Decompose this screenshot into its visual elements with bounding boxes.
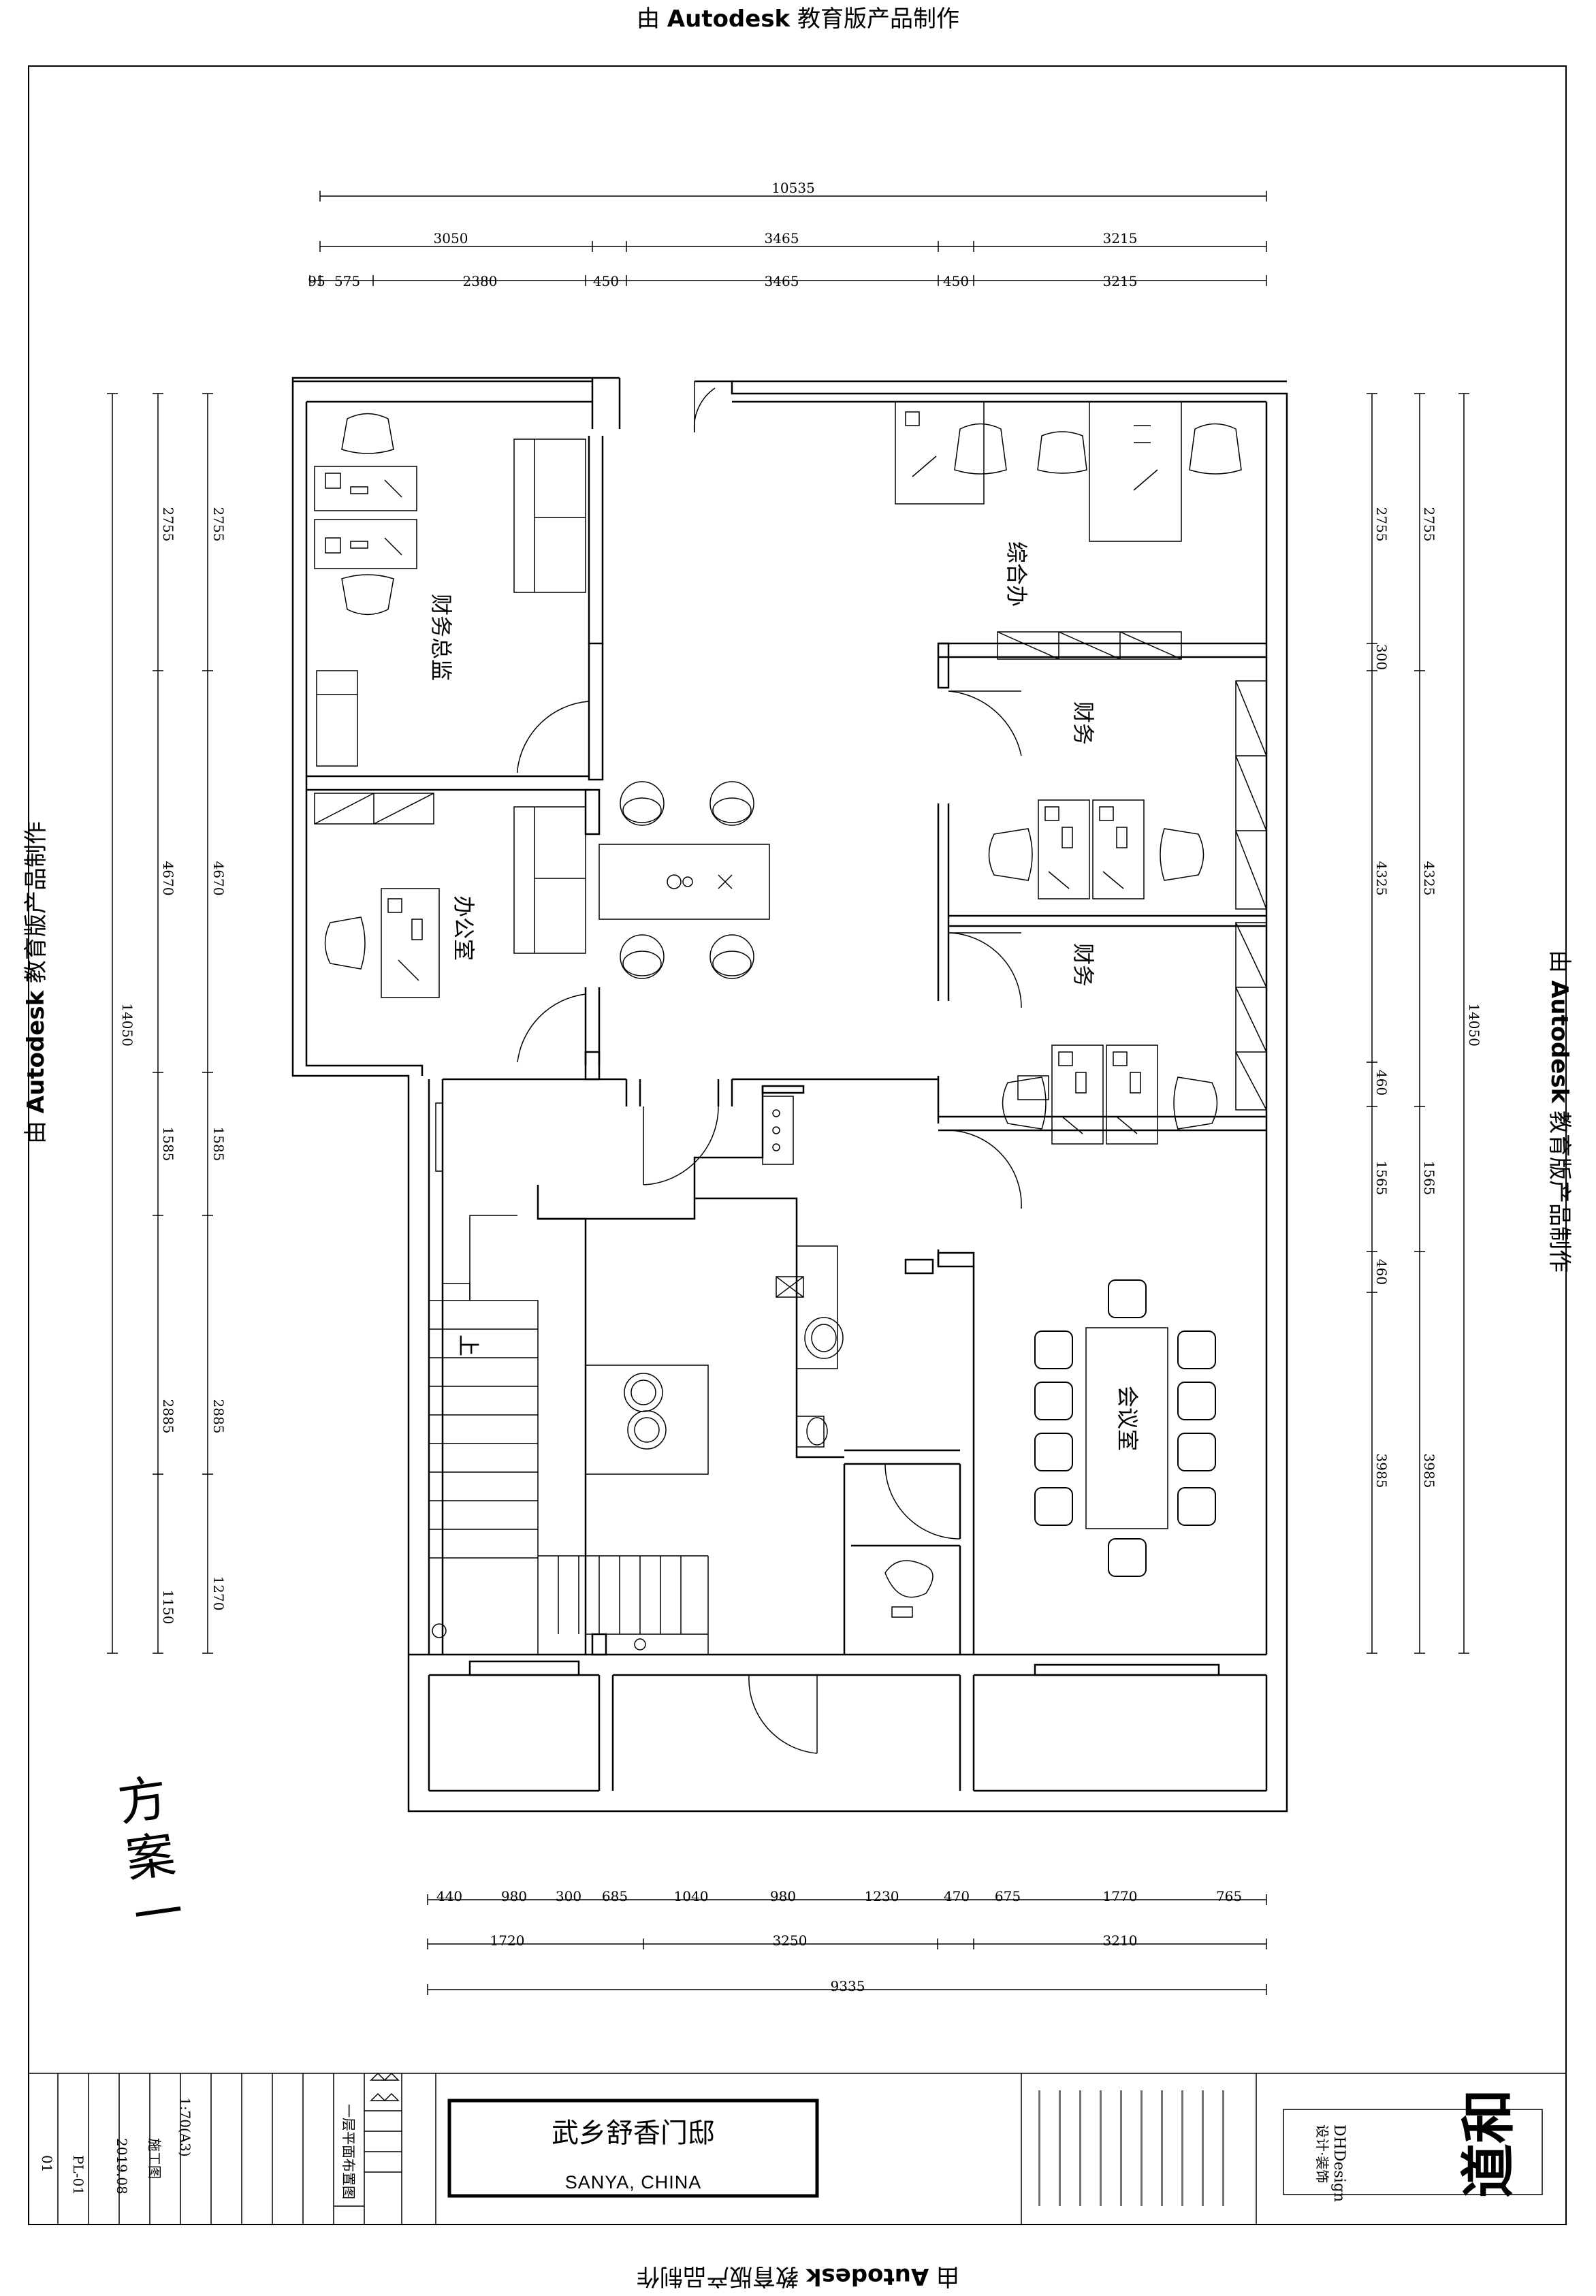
dim-bottom-3: 300 — [556, 1888, 581, 1904]
dim-right-outer-3: 1565 — [1421, 1161, 1437, 1196]
walls — [291, 377, 1288, 1813]
left-dimensions — [107, 393, 213, 1654]
dim-bottom-7: 1230 — [865, 1888, 899, 1904]
dim-bottom-row2-3: 3210 — [1103, 1932, 1138, 1949]
dim-left-inner-2: 4670 — [210, 861, 227, 896]
dim-bottom-6: 980 — [770, 1888, 796, 1904]
company-logo: 道和 — [1456, 2089, 1520, 2198]
top-dimension-labels: 10535 3050 3465 3215 95 575 2380 450 346… — [308, 180, 1137, 289]
dim-top-d4: 450 — [593, 273, 619, 289]
doors — [517, 381, 1022, 1754]
dim-bottom-total: 9335 — [831, 1978, 865, 1994]
dim-top-b: 3465 — [765, 230, 799, 246]
dim-bottom-2: 980 — [501, 1888, 527, 1904]
dim-top-d6: 450 — [943, 273, 969, 289]
dim-bottom-5: 1040 — [674, 1888, 709, 1904]
dim-bottom-row2-2: 3250 — [773, 1932, 808, 1949]
tb-scale: 1:70(A3) — [177, 2097, 193, 2157]
dim-right-outer-2: 4325 — [1421, 861, 1437, 896]
dim-bottom-row2-1: 1720 — [490, 1932, 525, 1949]
room-finance-director: 财务总监 — [428, 594, 454, 681]
project-name: 武乡舒香门邸 — [552, 2118, 715, 2149]
room-labels: 财务总监 综合办 财务 财务 办公室 会议室 上 — [428, 541, 1140, 1451]
dim-right-inner-1: 2755 — [1373, 507, 1390, 542]
tb-drawing-no: PL-01 — [70, 2155, 86, 2195]
dim-right-inner-7: 3985 — [1373, 1454, 1390, 1488]
dim-right-inner-6: 460 — [1373, 1259, 1390, 1285]
tb-company-sub: 设计·装饰 — [1314, 2124, 1330, 2183]
right-dimensions — [1367, 393, 1469, 1654]
stair-up-label: 上 — [456, 1335, 481, 1356]
dim-top-a: 3050 — [434, 230, 468, 246]
title-block-values: PL-01 2019.08 1:70(A3) 施工图 一层平面布置图 01 DH… — [39, 2090, 1347, 2206]
dim-right-inner-4: 460 — [1373, 1070, 1390, 1096]
dim-bottom-11: 765 — [1216, 1888, 1242, 1904]
furniture — [314, 401, 1267, 1655]
dim-top-d3: 2380 — [463, 273, 498, 289]
dim-right-inner-5: 1565 — [1373, 1161, 1390, 1196]
top-dimensions — [309, 191, 1267, 286]
dim-right-outer-1: 2755 — [1421, 507, 1437, 542]
dim-top-d1: 95 — [308, 273, 325, 289]
left-dimension-labels: 14050 2755 4670 1585 2885 1150 2755 4670… — [119, 507, 227, 1625]
dim-bottom-10: 1770 — [1103, 1888, 1138, 1904]
dim-left-inner-3: 1585 — [210, 1127, 227, 1162]
dim-right-inner-3: 4325 — [1373, 861, 1390, 896]
bottom-dimensions — [427, 1894, 1267, 1995]
dim-left-inner-1: 2755 — [210, 507, 227, 542]
dim-left-total: 14050 — [119, 1003, 135, 1047]
dim-right-total: 14050 — [1466, 1003, 1482, 1047]
dim-left-outer-1: 2755 — [160, 507, 176, 542]
bottom-dimension-labels: 440 980 300 685 1040 980 1230 470 675 17… — [436, 1888, 1242, 1994]
dim-bottom-9: 675 — [995, 1888, 1021, 1904]
dim-left-outer-2: 4670 — [160, 861, 176, 896]
dim-top-d7: 3215 — [1103, 273, 1138, 289]
drawing-border — [28, 65, 1567, 2225]
dim-top-c: 3215 — [1103, 230, 1138, 246]
dim-left-outer-4: 2885 — [160, 1399, 176, 1434]
dim-bottom-8: 470 — [944, 1888, 970, 1904]
dim-left-outer-5: 1150 — [160, 1590, 176, 1625]
title-block-frame — [29, 2072, 1566, 2225]
room-meeting: 会议室 — [1115, 1386, 1140, 1451]
dim-bottom-1: 440 — [436, 1888, 462, 1904]
room-office: 办公室 — [451, 895, 477, 961]
dim-right-inner-2: 300 — [1373, 644, 1390, 670]
room-finance-1: 财务 — [1070, 701, 1096, 745]
tb-stage: 施工图 — [146, 2138, 163, 2179]
dim-left-outer-3: 1585 — [160, 1127, 176, 1162]
dim-left-inner-5: 1270 — [210, 1576, 227, 1611]
project-location: SANYA, CHINA — [564, 2172, 702, 2193]
dim-top-d5: 3465 — [765, 273, 799, 289]
dim-top-total: 10535 — [771, 180, 815, 196]
dim-right-outer-4: 3985 — [1421, 1454, 1437, 1488]
dim-top-d2: 575 — [334, 273, 360, 289]
room-general-office: 综合办 — [1004, 541, 1030, 607]
dim-bottom-4: 685 — [602, 1888, 628, 1904]
tb-drawing-name: 一层平面布置图 — [340, 2104, 357, 2199]
dim-left-inner-4: 2885 — [210, 1399, 227, 1434]
room-finance-2: 财务 — [1070, 943, 1096, 987]
tb-date: 2019.08 — [114, 2138, 130, 2195]
right-dimension-labels: 2755 300 4325 460 1565 460 3985 2755 432… — [1373, 507, 1482, 1488]
tb-company: DHDesign — [1330, 2124, 1347, 2202]
tb-sheet: 01 — [39, 2155, 55, 2172]
watermark-top: 由 Autodesk 教育版产品制作 — [636, 5, 959, 33]
